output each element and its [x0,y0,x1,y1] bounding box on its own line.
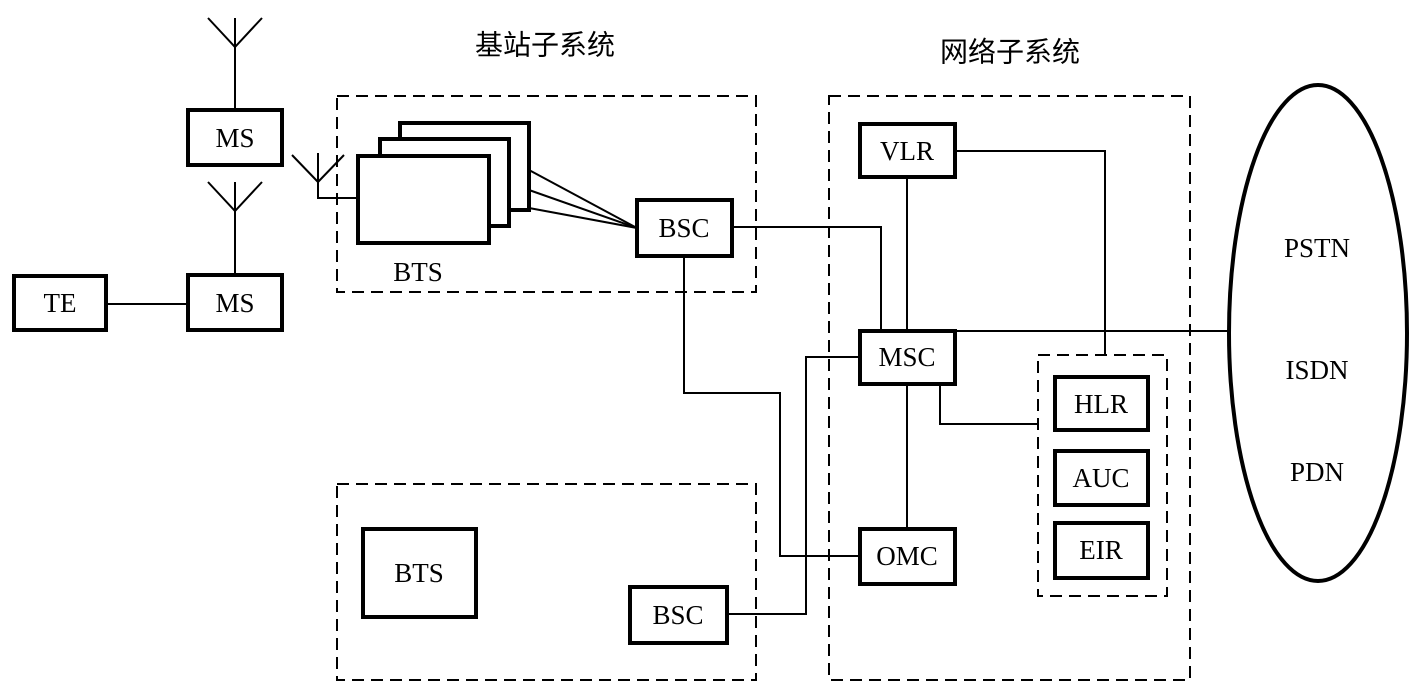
vlr-label: VLR [880,136,934,166]
ms-label: MS [215,123,254,153]
bsc-node-bottom [628,585,729,645]
te-node [12,274,108,332]
external-networks-ellipse [1227,83,1409,583]
vlr-node [858,122,957,179]
base-station-subsystem-group-bottom [336,483,757,681]
database-group [1037,354,1168,597]
network-subsystem-title: 网络子系统 [940,36,1080,69]
bts-label: BTS [393,257,443,287]
auc-label: AUC [1072,463,1129,493]
te-label: TE [44,288,77,318]
network-subsystem-group [828,95,1191,681]
pstn-label: PSTN [1284,233,1350,263]
eir-label: EIR [1079,535,1123,565]
msc-node [858,329,957,386]
hlr-label: HLR [1074,389,1128,419]
antenna-icon [207,181,263,275]
pdn-label: PDN [1290,457,1344,487]
bts-node-bottom [361,527,478,619]
antenna-icon [207,17,263,110]
omc-label: OMC [876,541,938,571]
ms-node-bottom [186,273,284,332]
ms-node-top [186,108,284,167]
ms-label: MS [215,288,254,318]
bts-label: BTS [394,558,444,588]
hlr-node [1053,375,1150,432]
base-station-subsystem-group-top [336,95,757,293]
base-station-subsystem-title: 基站子系统 [475,29,615,62]
eir-node [1053,521,1150,580]
msc-label: MSC [878,342,935,372]
bts-stack [356,121,531,245]
auc-node [1053,449,1150,507]
isdn-label: ISDN [1285,355,1348,385]
omc-node [858,527,957,586]
bsc-label: BSC [652,600,703,630]
bsc-label: BSC [658,213,709,243]
antenna-icon [291,153,358,199]
connection-lines [106,150,1232,615]
bsc-node-top [635,198,734,258]
